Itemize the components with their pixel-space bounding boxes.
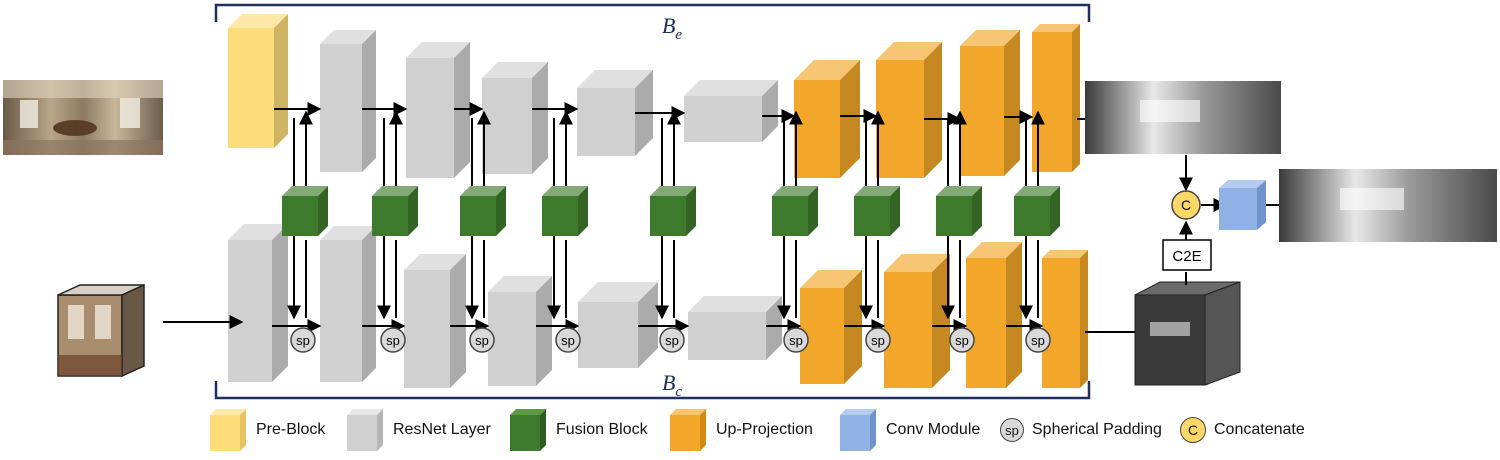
top-up-projection <box>960 30 1020 176</box>
legend-item-conv-module: Conv Module <box>840 405 980 455</box>
fusion-block-icon <box>510 409 546 451</box>
top-pre-block <box>228 14 288 148</box>
bottom-resnet-layer <box>404 254 466 388</box>
sp-label: sp <box>1031 333 1045 348</box>
sp-label: sp <box>789 333 803 348</box>
spherical-padding-node: sp <box>659 327 685 353</box>
bottom-up-projection <box>1042 250 1088 388</box>
sp-label: sp <box>386 333 400 348</box>
bottom-resnet-layer <box>488 276 552 386</box>
legend-item-concatenate: C Concatenate <box>1180 405 1305 455</box>
spherical-padding-node: sp <box>469 327 495 353</box>
bottom-resnet-layer <box>320 226 376 382</box>
spherical-padding-node: sp <box>1025 327 1051 353</box>
sp-label: sp <box>475 333 489 348</box>
legend-item-fusion: Fusion Block <box>510 405 648 455</box>
sp-label: sp <box>955 333 969 348</box>
fusion-block <box>282 186 328 236</box>
top-resnet-layer <box>406 42 470 178</box>
spherical-padding-node: sp <box>380 327 406 353</box>
legend-label: Conv Module <box>886 421 981 438</box>
bottom-resnet-layer <box>228 224 288 382</box>
bottom-branch-bracket: Bc <box>214 370 1091 400</box>
fusion-block <box>460 186 506 236</box>
legend: Pre-Block ResNet Layer Fusion Block Up-P… <box>210 405 1490 455</box>
top-resnet-layer <box>482 62 548 174</box>
legend-item-up-projection: Up-Projection <box>670 405 813 455</box>
fusion-block <box>372 186 418 236</box>
legend-label: ResNet Layer <box>393 421 491 438</box>
bottom-resnet-layer <box>688 296 782 360</box>
legend-label: Spherical Padding <box>1032 421 1162 438</box>
concatenate-node: C <box>1171 155 1201 220</box>
sp-label: sp <box>561 333 575 348</box>
top-branch-bracket: Be <box>214 3 1091 43</box>
top-branch-label: Be <box>662 13 682 43</box>
spherical-padding-node: sp <box>783 327 809 353</box>
fusion-block <box>936 186 982 236</box>
legend-item-resnet: ResNet Layer <box>347 405 491 455</box>
final-depth-panorama <box>1279 169 1497 242</box>
sp-label: sp <box>871 333 885 348</box>
legend-item-spherical-padding: sp Spherical Padding <box>1000 405 1162 455</box>
concatenate-label: C <box>1181 197 1191 213</box>
spherical-padding-node: sp <box>290 327 316 353</box>
output-depth-cubemap <box>1134 281 1241 386</box>
conv-module-block <box>1219 180 1266 230</box>
legend-item-pre-block: Pre-Block <box>210 405 325 455</box>
sp-label: sp <box>665 333 679 348</box>
top-resnet-layer <box>320 30 376 172</box>
legend-label: Pre-Block <box>256 421 326 438</box>
fusion-block <box>542 186 588 236</box>
top-up-projection <box>876 42 942 178</box>
sp-icon: sp <box>1000 418 1024 442</box>
bottom-resnet-layer <box>578 282 658 368</box>
resnet-layer-icon <box>347 409 383 451</box>
top-up-projection <box>1032 24 1080 172</box>
top-up-projection <box>794 60 860 178</box>
output-depth-panorama-equirect <box>1085 81 1281 154</box>
sp-label: sp <box>296 333 310 348</box>
input-cubemap-image <box>57 283 145 378</box>
fusion-block <box>854 186 900 236</box>
pre-block-icon <box>210 409 246 451</box>
c2e-box: C2E <box>1162 220 1212 285</box>
bottom-branch-label: Bc <box>662 370 682 400</box>
up-projection-icon <box>670 409 706 451</box>
bottom-up-projection <box>966 242 1022 388</box>
spherical-padding-node: sp <box>555 327 581 353</box>
bottom-up-projection <box>884 254 950 388</box>
c2e-label: C2E <box>1172 248 1201 265</box>
top-resnet-layer <box>577 70 653 156</box>
top-resnet-layer <box>684 80 778 142</box>
legend-label: Fusion Block <box>556 421 648 438</box>
legend-label: Concatenate <box>1214 421 1305 438</box>
fusion-block <box>650 186 696 236</box>
concatenate-icon: C <box>1180 417 1206 443</box>
fusion-block <box>1014 186 1060 236</box>
input-panorama-image <box>3 80 163 155</box>
conv-module-icon <box>840 409 876 451</box>
spherical-padding-node: sp <box>865 327 891 353</box>
spherical-padding-node: sp <box>949 327 975 353</box>
legend-label: Up-Projection <box>716 421 813 438</box>
fusion-block <box>772 186 818 236</box>
